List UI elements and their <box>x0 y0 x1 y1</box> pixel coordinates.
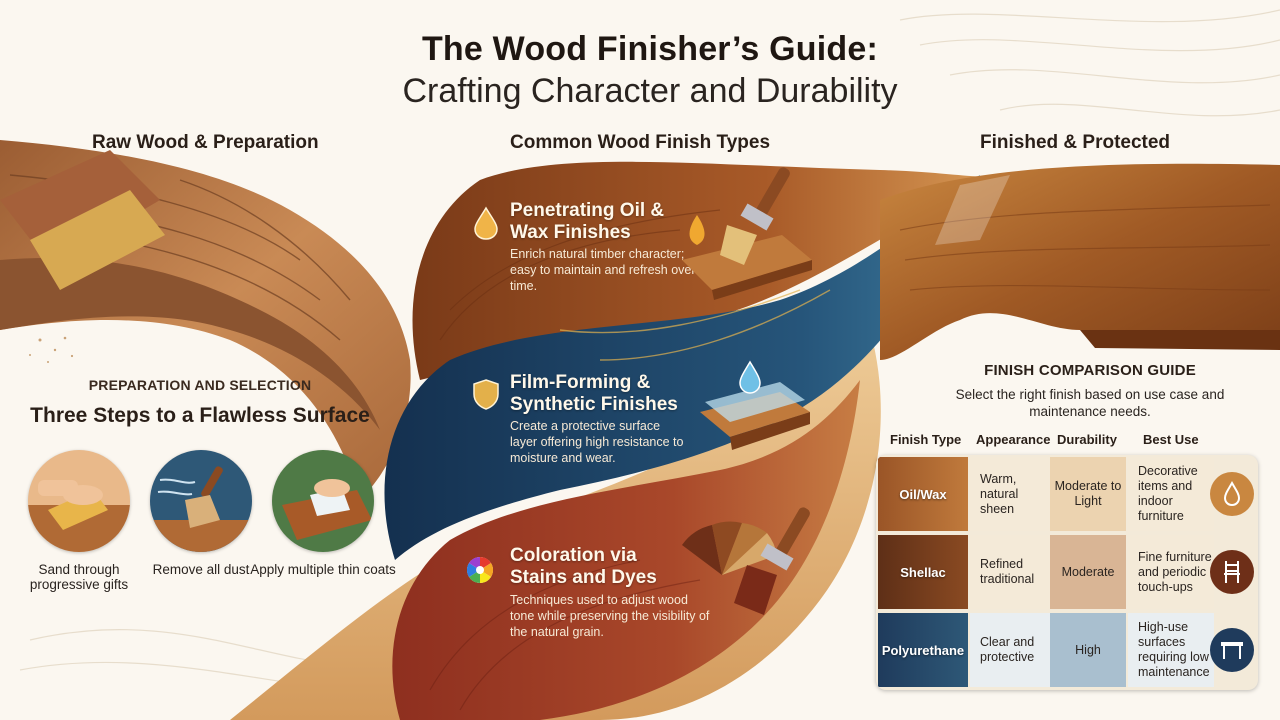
comparison-table: Oil/Wax Warm, natural sheen Moderate to … <box>876 455 1258 690</box>
row-appearance-shellac: Refined traditional <box>970 535 1050 609</box>
page-subtitle: Crafting Character and Durability <box>402 72 898 110</box>
oil-drop-icon <box>472 206 500 245</box>
comparison-heading: FINISH COMPARISON GUIDE <box>984 362 1196 379</box>
row-appearance-oilwax: Warm, natural sheen <box>970 457 1050 531</box>
row-bestuse-shellac: Fine furniture and periodic touch-ups <box>1128 535 1214 609</box>
column-heading-center: Common Wood Finish Types <box>510 132 771 153</box>
hand-sanding-icon <box>28 450 130 552</box>
finish-type-desc-film: Create a protective surface layer offeri… <box>510 419 684 465</box>
column-header-appearance: Appearance <box>976 432 1051 447</box>
chair-icon <box>1210 550 1254 594</box>
row-bestuse-polyurethane: High-use surfaces requiring low maintena… <box>1128 613 1214 687</box>
brush-on-board-icon <box>672 165 822 310</box>
finish-type-desc-oil: Enrich natural timber character; easy to… <box>510 247 696 293</box>
finish-type-title-film: Film-Forming & Synthetic Finishes <box>510 372 678 415</box>
preparation-title: Three Steps to a Flawless Surface <box>30 404 370 427</box>
cloth-applying-icon <box>272 450 374 552</box>
oil-drop-icon <box>1210 472 1254 516</box>
row-durability-shellac: Moderate <box>1050 535 1126 609</box>
column-heading-right: Finished & Protected <box>980 132 1171 153</box>
column-header-best-use: Best Use <box>1143 432 1199 447</box>
color-wheel-icon <box>465 555 495 590</box>
row-name-polyurethane: Polyurethane <box>878 613 968 687</box>
row-bestuse-oilwax: Decorative items and indoor furniture <box>1128 457 1214 531</box>
shield-icon <box>472 378 500 415</box>
column-heading-left: Raw Wood & Preparation <box>92 132 319 153</box>
comparison-subheading: Select the right finish based on use cas… <box>955 387 1225 419</box>
row-name-shellac: Shellac <box>878 535 968 609</box>
row-name-oilwax: Oil/Wax <box>878 457 968 531</box>
step-label-dust: Remove all dust <box>152 562 250 577</box>
preparation-kicker: PREPARATION AND SELECTION <box>88 377 312 393</box>
table-icon <box>1210 628 1254 672</box>
step-label-sand: Sand through progressive gifts <box>29 562 129 592</box>
finish-type-title-stain: Coloration via Stains and Dyes <box>510 545 657 588</box>
water-drop-on-glass-icon <box>680 352 820 467</box>
finish-type-desc-stain: Techniques used to adjust wood tone whil… <box>510 593 710 639</box>
column-header-durability: Durability <box>1057 432 1117 447</box>
row-appearance-polyurethane: Clear and protective <box>970 613 1050 687</box>
finish-type-title-oil: Penetrating Oil & Wax Finishes <box>510 200 665 243</box>
row-durability-oilwax: Moderate to Light <box>1050 457 1126 531</box>
brush-dusting-icon <box>150 450 252 552</box>
row-durability-polyurethane: High <box>1050 613 1126 687</box>
page-title: The Wood Finisher’s Guide: <box>421 30 879 68</box>
step-label-coats: Apply multiple thin coats <box>250 562 396 577</box>
stain-swatch-brush-icon <box>672 505 822 650</box>
column-header-finish-type: Finish Type <box>890 432 962 447</box>
